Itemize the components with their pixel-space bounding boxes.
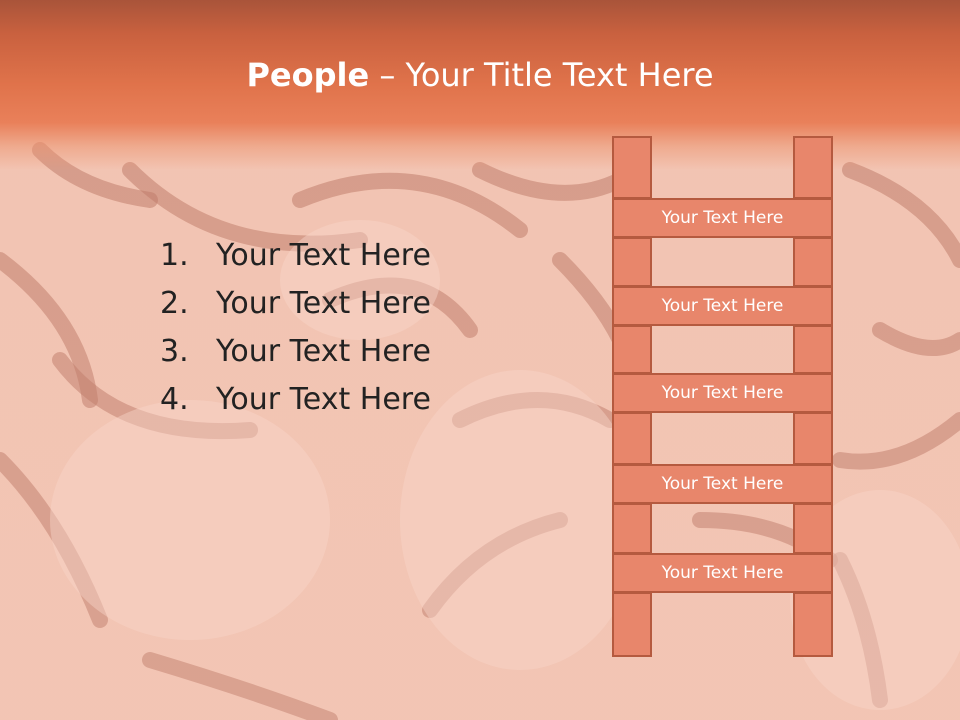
list-item-text: Your Text Here <box>216 334 431 369</box>
list-item-text: Your Text Here <box>216 382 431 417</box>
list-item-number: 3. <box>160 334 189 369</box>
ladder-rung-2[interactable]: Your Text Here <box>612 286 833 326</box>
list-item: 2. Your Text Here <box>160 280 431 328</box>
ladder-rung-3[interactable]: Your Text Here <box>612 373 833 413</box>
ladder-rung-5[interactable]: Your Text Here <box>612 553 833 593</box>
list-item-number: 4. <box>160 382 189 417</box>
ladder-rung-4[interactable]: Your Text Here <box>612 464 833 504</box>
list-item: 3. Your Text Here <box>160 328 431 376</box>
list-item-text: Your Text Here <box>216 286 431 321</box>
list-item: 4. Your Text Here <box>160 376 431 424</box>
list-item-number: 1. <box>160 238 189 273</box>
list-item: 1. Your Text Here <box>160 232 431 280</box>
numbered-list: 1. Your Text Here 2. Your Text Here 3. Your… <box>160 232 431 424</box>
ladder-rung-1[interactable]: Your Text Here <box>612 198 833 238</box>
title-text: – Your Title Text Here <box>369 56 714 94</box>
list-item-number: 2. <box>160 286 189 321</box>
slide-title: People – Your Title Text Here <box>0 50 960 100</box>
list-item-text: Your Text Here <box>216 238 431 273</box>
title-emphasis: People <box>246 56 370 94</box>
